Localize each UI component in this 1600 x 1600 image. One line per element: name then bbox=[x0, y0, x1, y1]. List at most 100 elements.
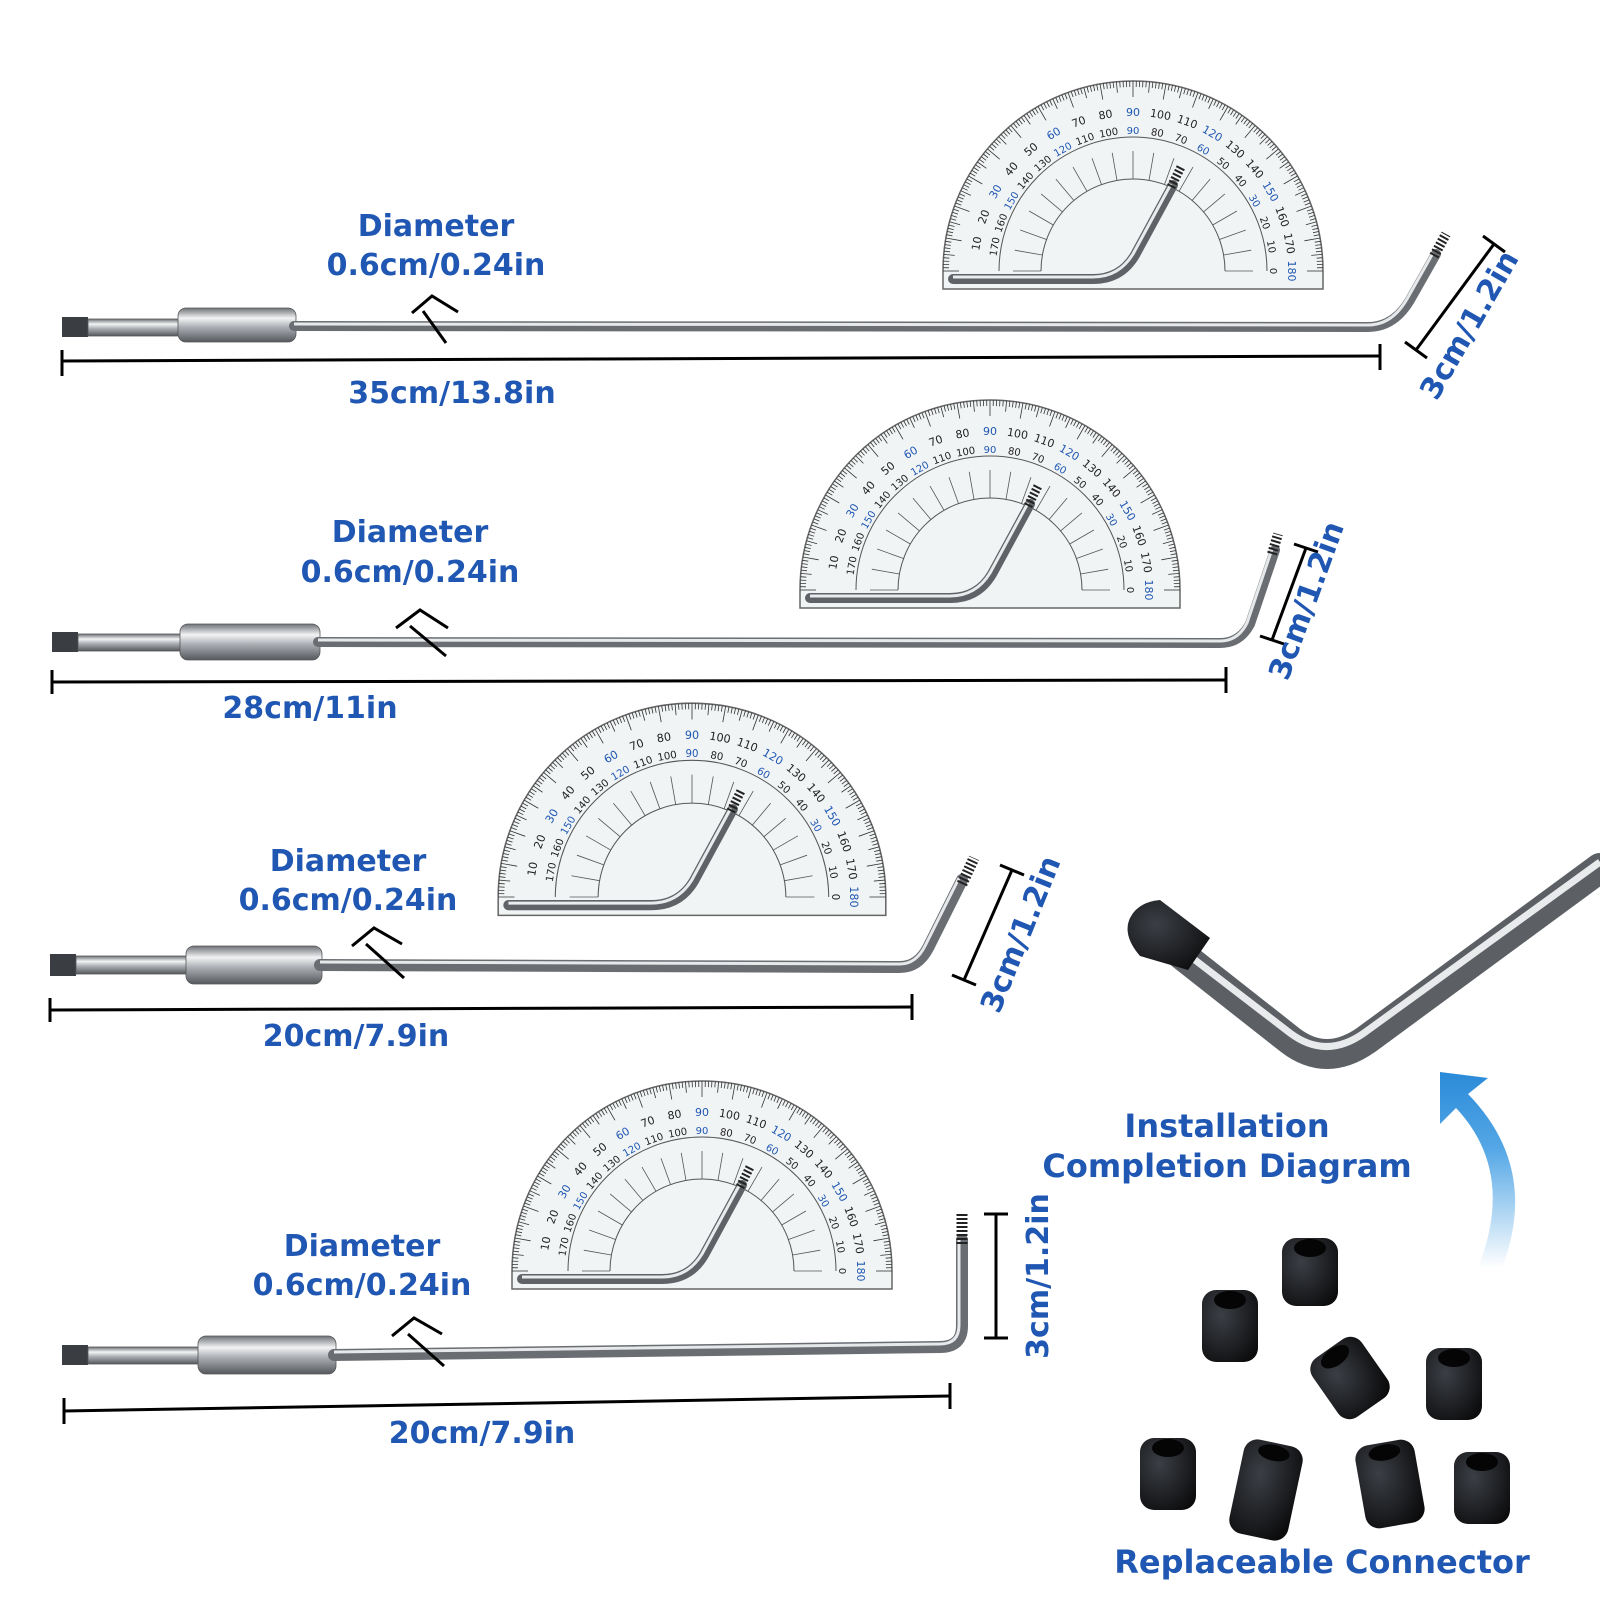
sample-rod bbox=[805, 499, 1035, 603]
protractor-inner-label: 10 bbox=[826, 865, 839, 880]
protractor-inner-label: 10 bbox=[1264, 240, 1277, 254]
protractor-outer-label: 20 bbox=[545, 1208, 562, 1226]
protractor-outer-label: 10 bbox=[969, 235, 984, 251]
diameter-title: Diameter bbox=[284, 1229, 441, 1264]
protractor-outer-label: 90 bbox=[983, 425, 997, 438]
tip-length-label: 3cm/1.2in bbox=[1021, 1193, 1056, 1359]
protractor-outer-label: 70 bbox=[1070, 114, 1088, 131]
protractor-inner-label: 70 bbox=[1173, 133, 1189, 148]
protractor-outer-label: 30 bbox=[556, 1182, 574, 1201]
diameter-title: Diameter bbox=[270, 844, 427, 879]
steel-rod bbox=[314, 874, 968, 974]
length-dimension-line bbox=[60, 344, 1382, 376]
diameter-value: 0.6cm/0.24in bbox=[301, 555, 520, 590]
diameter-value: 0.6cm/0.24in bbox=[253, 1268, 472, 1303]
diameter-marker bbox=[411, 294, 459, 344]
tip-dimension-line bbox=[951, 863, 1025, 987]
protractor-outer-label: 180 bbox=[854, 1261, 867, 1282]
protractor-inner-label: 20 bbox=[1114, 534, 1129, 550]
protractor-inner-label: 170 bbox=[846, 555, 860, 576]
protractor-outer-label: 30 bbox=[844, 501, 862, 520]
protractor-outer-label: 60 bbox=[613, 1125, 632, 1143]
tip-length-label: 3cm/1.2in bbox=[974, 851, 1069, 1018]
connector bbox=[1426, 1348, 1482, 1420]
diameter-value: 0.6cm/0.24in bbox=[327, 248, 546, 283]
protractor-inner-label: 70 bbox=[742, 1133, 758, 1148]
protractor-outer-label: 60 bbox=[1044, 125, 1063, 143]
connector-cap bbox=[1127, 900, 1210, 970]
protractor-inner-label: 60 bbox=[763, 1142, 780, 1158]
protractor-inner-label: 20 bbox=[1257, 215, 1272, 231]
protractor-outer-label: 70 bbox=[639, 1114, 657, 1131]
protractor-inner-label: 0 bbox=[829, 894, 840, 900]
tip-dimension-line bbox=[1259, 542, 1319, 646]
length-label: 20cm/7.9in bbox=[389, 1416, 576, 1451]
protractor-inner-label: 100 bbox=[667, 1127, 688, 1141]
protractor-inner-label: 80 bbox=[709, 750, 724, 763]
protractor-inner-label: 80 bbox=[719, 1127, 733, 1140]
protractor-inner-label: 80 bbox=[1150, 127, 1164, 140]
tip-dimension-line bbox=[1404, 234, 1506, 360]
protractor-outer-label: 170 bbox=[1281, 232, 1297, 255]
tip-dimension-line bbox=[984, 1212, 1008, 1340]
protractor-outer-label: 30 bbox=[543, 807, 561, 826]
protractor-outer-label: 20 bbox=[532, 833, 549, 851]
connector-group bbox=[1140, 1238, 1510, 1541]
protractor-outer-label: 60 bbox=[602, 748, 621, 766]
protractor-inner-label: 60 bbox=[1051, 461, 1068, 477]
connector-label: Replaceable Connector bbox=[1114, 1543, 1530, 1581]
protractor-outer-label: 170 bbox=[850, 1232, 866, 1255]
protractor-inner-label: 170 bbox=[989, 236, 1003, 257]
steel-rod bbox=[328, 1234, 968, 1361]
protractor-inner-label: 70 bbox=[733, 756, 749, 771]
protractor-inner-label: 0 bbox=[1267, 268, 1278, 274]
protractor-inner-label: 70 bbox=[1030, 452, 1046, 467]
protractor-outer-label: 20 bbox=[976, 208, 993, 226]
protractor-outer-label: 90 bbox=[685, 729, 699, 742]
connector bbox=[1229, 1439, 1303, 1541]
protractor-inner-label: 60 bbox=[1194, 142, 1211, 158]
protractor-inner-label: 10 bbox=[833, 1240, 846, 1254]
protractor-outer-label: 70 bbox=[927, 433, 945, 450]
protractor-outer-label: 80 bbox=[656, 730, 672, 745]
protractor-outer-label: 180 bbox=[1142, 580, 1155, 601]
diameter-title: Diameter bbox=[332, 515, 489, 550]
protractor-inner-label: 90 bbox=[1127, 126, 1140, 137]
protractor-outer-label: 60 bbox=[901, 444, 920, 462]
connector bbox=[1202, 1290, 1258, 1362]
length-dimension-line bbox=[50, 667, 1228, 694]
protractor-outer-label: 80 bbox=[1097, 107, 1113, 122]
protractor-outer-label: 100 bbox=[1149, 107, 1172, 123]
sample-rod bbox=[948, 180, 1178, 284]
protractor-outer-label: 180 bbox=[1285, 261, 1298, 282]
protractor-inner-label: 100 bbox=[657, 750, 678, 764]
hex-shank bbox=[62, 317, 181, 337]
threaded-tip bbox=[957, 855, 979, 887]
protractor-inner-label: 100 bbox=[1098, 127, 1119, 141]
protractor-inner-label: 10 bbox=[1121, 559, 1134, 573]
diameter-value: 0.6cm/0.24in bbox=[239, 883, 458, 918]
diameter-marker bbox=[391, 1316, 445, 1368]
protractor-outer-label: 100 bbox=[1006, 426, 1029, 442]
connector bbox=[1310, 1336, 1390, 1420]
rod-collar bbox=[197, 1335, 337, 1375]
protractor-inner-label: 0 bbox=[836, 1268, 847, 1274]
length-dimension-line bbox=[62, 1383, 952, 1424]
diameter-marker bbox=[395, 608, 449, 658]
protractor-outer-label: 100 bbox=[708, 730, 731, 747]
installation-title-line2: Completion Diagram bbox=[1042, 1147, 1411, 1185]
protractor-outer-label: 100 bbox=[718, 1107, 741, 1123]
protractor-inner-label: 90 bbox=[686, 749, 699, 760]
protractor-outer-label: 10 bbox=[826, 554, 841, 570]
hex-shank bbox=[52, 632, 183, 652]
protractor-outer-label: 20 bbox=[833, 527, 850, 545]
threaded-tip bbox=[1267, 532, 1283, 556]
connector bbox=[1282, 1238, 1338, 1306]
bent-rod-closeup bbox=[1167, 853, 1600, 1069]
rod-collar bbox=[185, 945, 323, 985]
